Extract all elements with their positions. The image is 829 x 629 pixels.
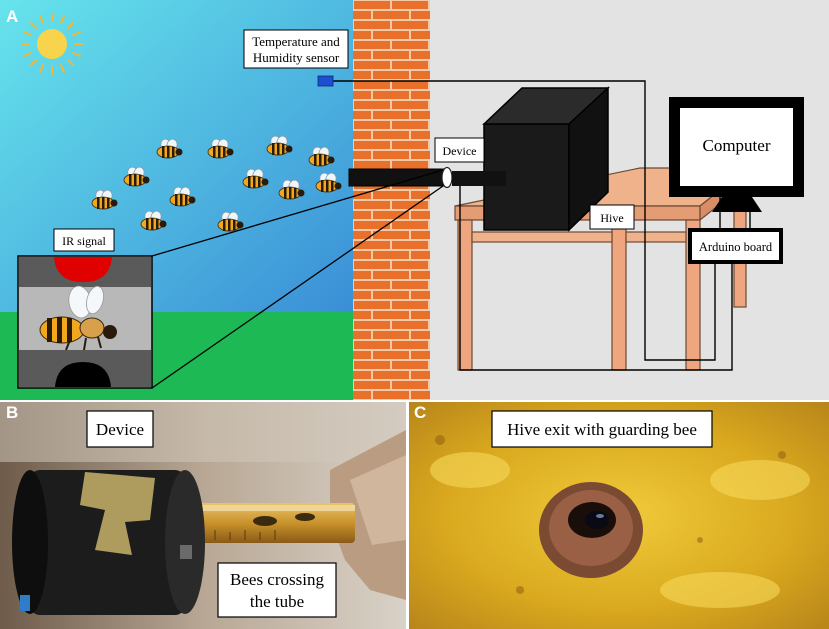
computer-label: Computer	[703, 136, 771, 155]
bee-in-tube-icon	[295, 513, 315, 521]
sensor-label-line2: Humidity sensor	[253, 50, 340, 65]
bee-closeup-icon	[39, 285, 117, 351]
device-photo-label: Device	[86, 410, 154, 448]
device-photo-label-text: Device	[96, 420, 144, 439]
sensor-label-line1: Temperature and	[252, 34, 340, 49]
ir-zoom-box	[17, 169, 444, 389]
bee-in-tube-icon	[253, 516, 277, 526]
tube-caption: Bees crossing the tube	[217, 562, 337, 618]
arduino-label-text: Arduino board	[699, 240, 773, 254]
tube-caption-line1: Bees crossing	[230, 570, 324, 589]
panel-a-letter: A	[6, 7, 18, 26]
panel-a: A Temperature and Humidity sensor Device…	[0, 0, 829, 400]
hive-exit-caption: Hive exit with guarding bee	[491, 410, 713, 448]
device-cylinder	[12, 470, 205, 615]
hive-box	[482, 86, 610, 232]
panel-divider	[0, 400, 829, 402]
computer-monitor	[669, 97, 804, 212]
panel-b-letter: B	[6, 403, 18, 422]
ir-emitter-icon	[54, 257, 112, 282]
sensor-icon	[317, 75, 334, 87]
sensor-label: Temperature and Humidity sensor	[243, 29, 349, 69]
ir-label: IR signal	[53, 228, 115, 252]
ir-label-text: IR signal	[62, 234, 106, 248]
glass-tube	[175, 503, 355, 543]
hive-label-text: Hive	[600, 211, 623, 225]
brick-wall	[353, 0, 430, 400]
hive-label: Hive	[589, 204, 635, 230]
sun-icon	[21, 13, 83, 75]
panel-c-letter: C	[414, 403, 426, 422]
panel-divider	[406, 400, 409, 629]
panel-b: B Device Bees crossing the tube	[0, 402, 406, 629]
panel-c: C Hive exit with guarding bee	[409, 402, 829, 629]
tube-caption-line2: the tube	[250, 592, 304, 611]
hive-exit-icon	[539, 482, 643, 578]
ir-receiver-icon	[55, 362, 111, 387]
arduino-label: Arduino board	[688, 228, 783, 264]
device-label-text: Device	[443, 144, 477, 158]
device-tube	[348, 166, 506, 189]
device-label: Device	[434, 137, 485, 163]
hive-exit-caption-text: Hive exit with guarding bee	[507, 420, 697, 439]
